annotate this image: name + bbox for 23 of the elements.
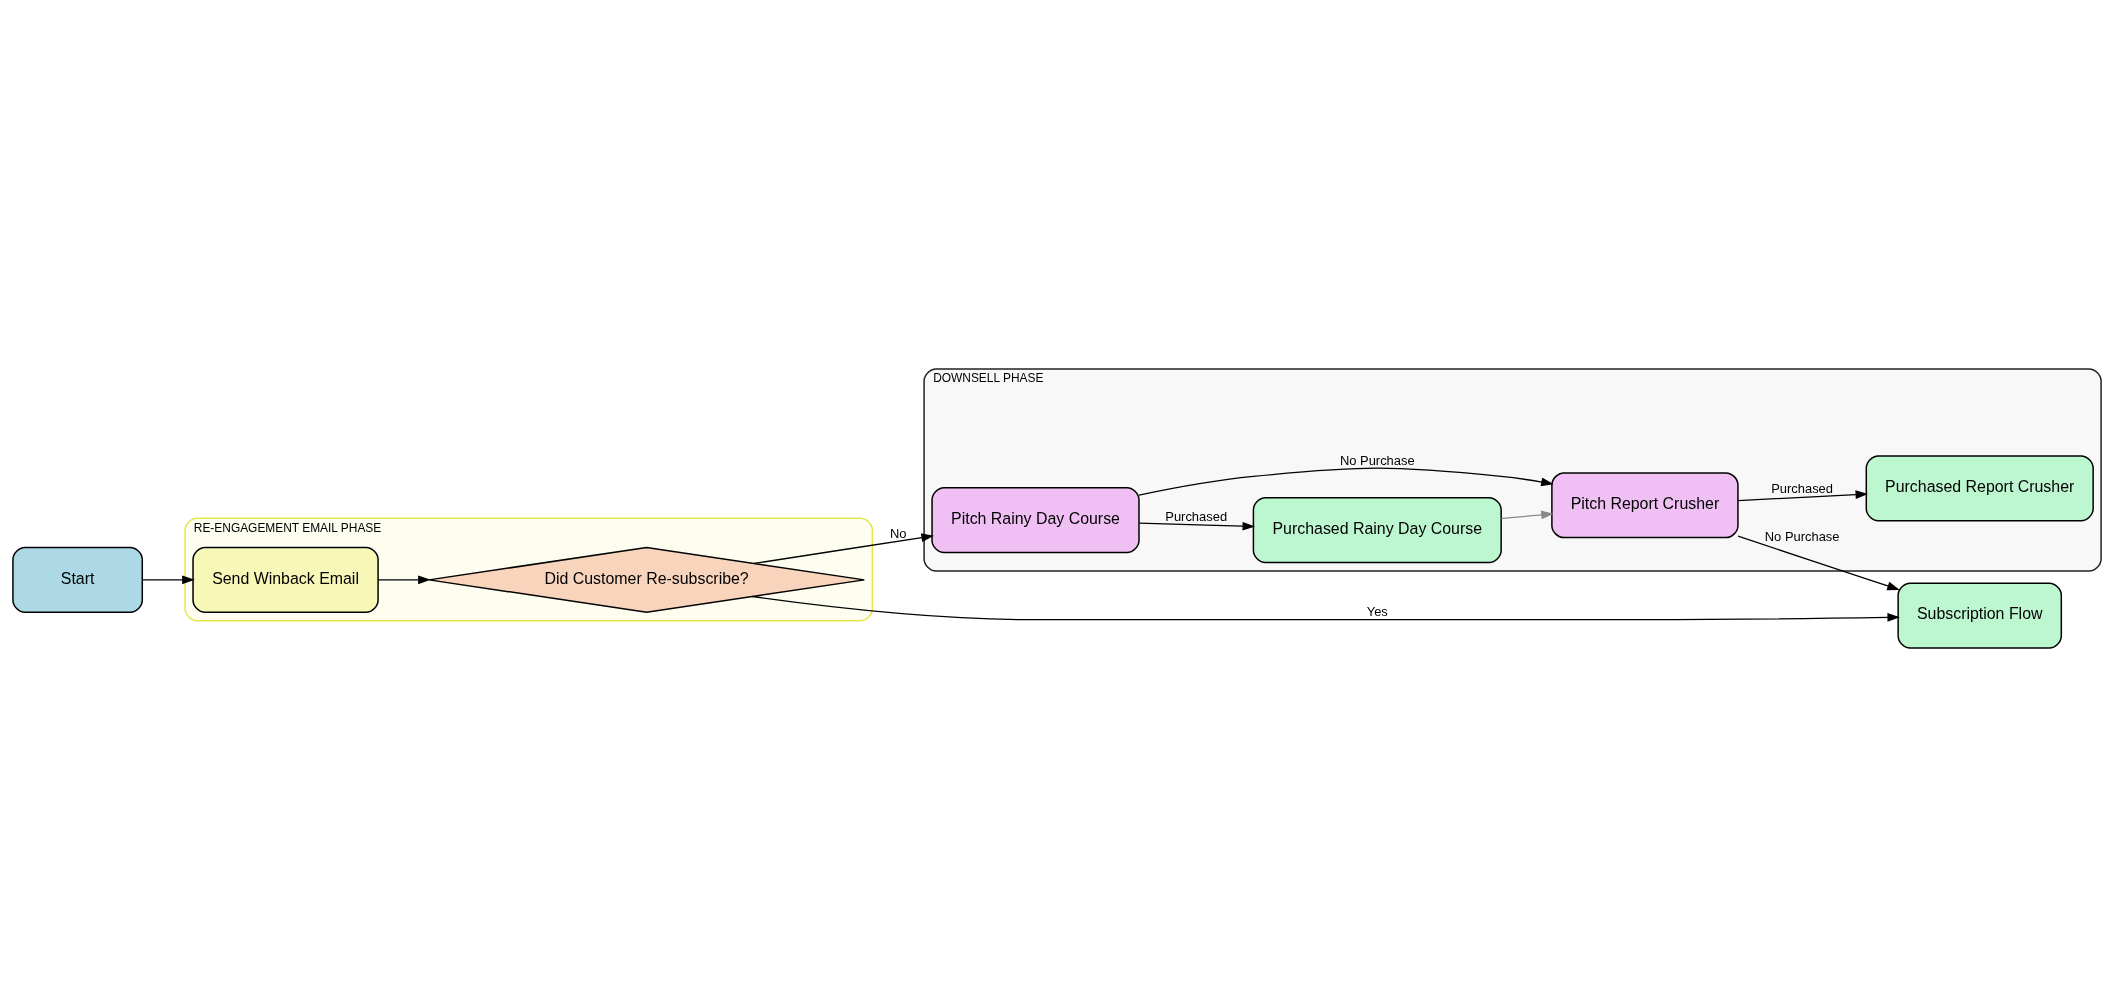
- node-box: Pitch Rainy Day Course: [931, 486, 1140, 553]
- edge-label: No: [889, 525, 907, 541]
- arrow: [1138, 521, 1256, 531]
- edge-label: No Purchase: [1339, 452, 1415, 468]
- arrow: [141, 574, 195, 584]
- edge-label: No Purchase: [1764, 528, 1840, 544]
- edge-label: Purchased: [1165, 508, 1228, 524]
- arrow: [1737, 489, 1869, 501]
- node-box: Pitch Report Crusher: [1551, 471, 1739, 538]
- arrow: [377, 574, 431, 584]
- node-box: Purchased Report Crusher: [1865, 454, 2094, 521]
- node-box: Purchased Rainy Day Course: [1252, 496, 1502, 563]
- node-box: Subscription Flow: [1897, 582, 2063, 649]
- arrow: [1737, 535, 1900, 590]
- node-box: Send Winback Email: [192, 546, 379, 613]
- edge-label: Yes: [1366, 603, 1388, 619]
- arrow: [753, 532, 934, 564]
- arrow: [1500, 510, 1554, 519]
- node-diamond: Did Customer Re-subscribe?: [428, 546, 866, 613]
- edge-label: Purchased: [1771, 480, 1834, 496]
- arrow: [751, 595, 1900, 622]
- node-box: Start: [12, 546, 144, 613]
- arrow: [1138, 467, 1554, 496]
